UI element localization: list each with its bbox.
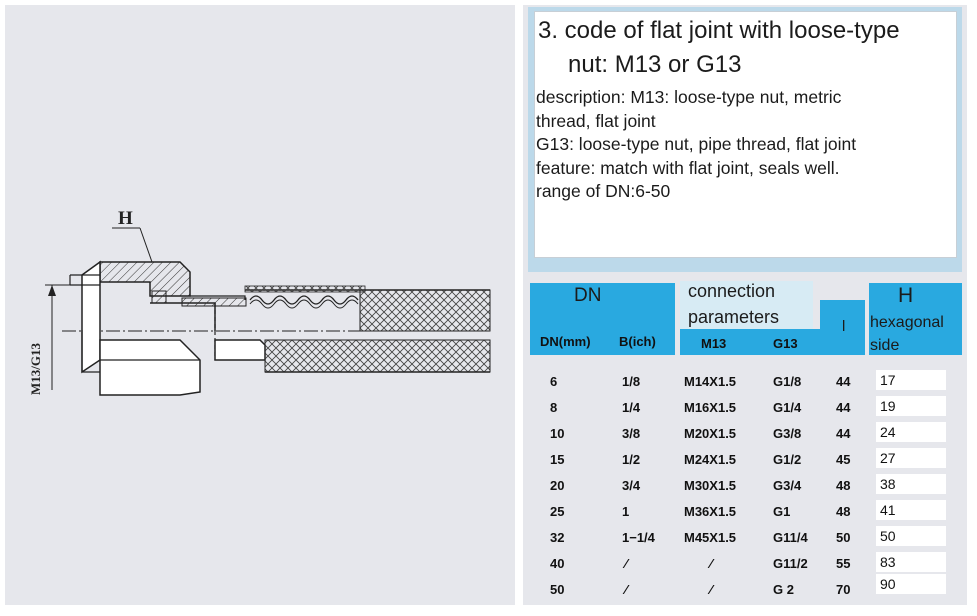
cell-l: 55 <box>836 556 851 571</box>
cell-b: 1 <box>622 504 630 519</box>
h-dimension-label: H <box>118 208 133 229</box>
cell-h: 24 <box>876 422 946 442</box>
cell-dn: 15 <box>550 452 565 467</box>
connection-sub-header-cell <box>680 329 820 355</box>
cell-h: 19 <box>876 396 946 416</box>
cell-b: 1/2 <box>622 452 641 467</box>
cell-m13: M20X1.5 <box>684 426 737 441</box>
connection-header-line-2: parameters <box>688 307 780 327</box>
h-sub-header-line-1: hexagonal <box>870 314 944 331</box>
connection-header-line-1: connection <box>688 281 776 301</box>
cell-h: 90 <box>876 574 946 594</box>
column-header-g13: G13 <box>773 336 798 351</box>
cell-m13: M30X1.5 <box>684 478 737 493</box>
cell-h: 27 <box>876 448 946 468</box>
cell-dn: 40 <box>550 556 565 571</box>
cell-l: 48 <box>836 478 851 493</box>
cell-h: 17 <box>876 370 946 390</box>
cell-l: 48 <box>836 504 851 519</box>
cell-dn: 50 <box>550 582 565 597</box>
cell-dn: 25 <box>550 504 565 519</box>
cell-h: 83 <box>876 552 946 572</box>
cell-m13: ⁄ <box>710 582 713 597</box>
cell-m13: M36X1.5 <box>684 504 737 519</box>
title-line-2: nut: M13 or G13 <box>568 51 742 78</box>
cell-b: 1−1/4 <box>622 530 655 545</box>
cell-l: 44 <box>836 400 851 415</box>
cell-h: 41 <box>876 500 946 520</box>
cell-l: 44 <box>836 374 851 389</box>
cell-g13: G1/8 <box>773 374 802 389</box>
cell-dn: 32 <box>550 530 565 545</box>
cell-dn: 10 <box>550 426 565 441</box>
cell-g13: G1/2 <box>773 452 802 467</box>
cell-h: 38 <box>876 474 946 494</box>
cell-m13: ⁄ <box>710 556 713 571</box>
description-title: 3. code of flat joint with loose-type nu… <box>538 14 954 82</box>
cell-m13: M16X1.5 <box>684 400 737 415</box>
description-text: description: M13: loose-type nut, metric… <box>536 86 952 204</box>
cell-g13: G1 <box>773 504 791 519</box>
cell-g13: G11/2 <box>773 556 808 571</box>
cell-m13: M24X1.5 <box>684 452 737 467</box>
cell-g13: G11/4 <box>773 530 808 545</box>
thread-dimension-label: M13/G13 <box>28 343 43 395</box>
title-line-1: 3. code of flat joint with loose-type <box>538 17 900 44</box>
description-line: G13: loose-type nut, pipe thread, flat j… <box>536 134 857 154</box>
description-box <box>534 11 957 258</box>
svg-text:M13/G13: M13/G13 <box>28 343 43 395</box>
description-line: description: M13: loose-type nut, metric <box>536 87 842 107</box>
cell-dn: 6 <box>550 374 558 389</box>
cell-b: 3/8 <box>622 426 641 441</box>
flat-joint-drawing: M13/G13 H <box>28 208 491 396</box>
cell-b: ⁄ <box>625 582 628 597</box>
cell-dn: 20 <box>550 478 565 493</box>
cell-l: 45 <box>836 452 851 467</box>
h-sub-header-line-2: side <box>870 337 900 354</box>
dn-header-cell <box>530 283 675 355</box>
cell-b: 1/4 <box>622 400 641 415</box>
cell-l: 50 <box>836 530 851 545</box>
cell-g13: G3/4 <box>773 478 802 493</box>
l-header-cell <box>820 300 865 355</box>
cell-dn: 8 <box>550 400 558 415</box>
cell-b: 3/4 <box>622 478 641 493</box>
cell-h: 50 <box>876 526 946 546</box>
column-header-b: B(ich) <box>619 334 656 349</box>
h-group-header: H <box>898 284 914 307</box>
cell-m13: M45X1.5 <box>684 530 737 545</box>
cell-g13: G 2 <box>773 582 794 597</box>
column-header-dn: DN(mm) <box>540 334 591 349</box>
column-header-m13: M13 <box>701 336 727 351</box>
cell-g13: G3/8 <box>773 426 802 441</box>
cell-l: 70 <box>836 582 851 597</box>
description-line: thread, flat joint <box>536 110 656 131</box>
cell-g13: G1/4 <box>773 400 802 415</box>
cell-l: 44 <box>836 426 851 441</box>
cell-m13: M14X1.5 <box>684 374 737 389</box>
cell-b: ⁄ <box>625 556 628 571</box>
description-line: range of DN:6-50 <box>536 181 671 201</box>
cell-b: 1/8 <box>622 374 641 389</box>
l-header: l <box>842 318 846 335</box>
dn-group-header: DN <box>574 285 602 306</box>
description-line: feature: match with flat joint, seals we… <box>536 157 840 178</box>
h-header-cell <box>869 283 962 355</box>
